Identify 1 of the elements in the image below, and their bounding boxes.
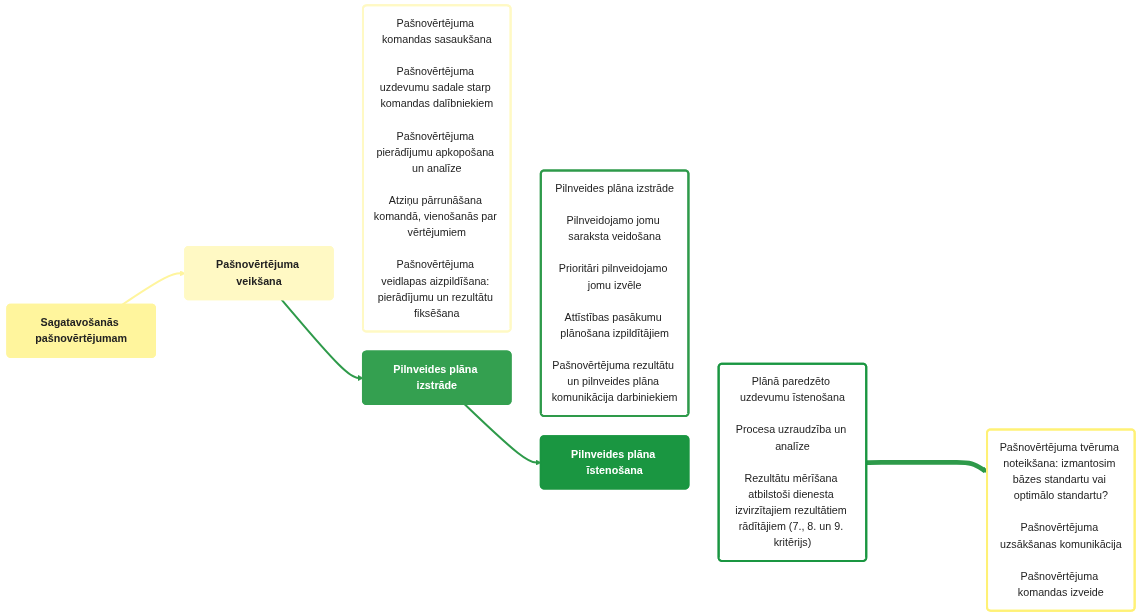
arrow — [866, 460, 988, 473]
